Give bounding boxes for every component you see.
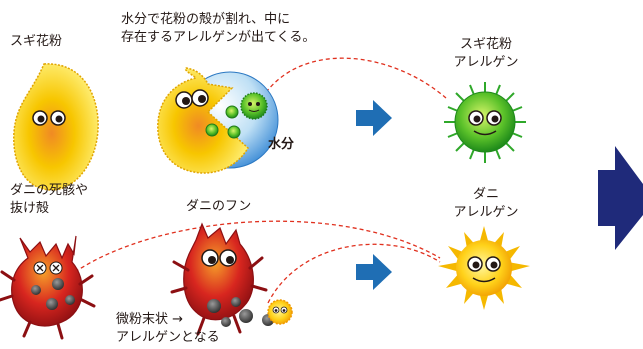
right-arrow-icon (356, 100, 392, 136)
dashed-connector-lines (74, 57, 447, 304)
water-caption-line2: 存在するアレルゲンが出てくる。 (121, 30, 316, 45)
cedar-allergen-icon (444, 82, 526, 163)
water-label: 水分 (268, 137, 295, 152)
mite-character-icon (0, 235, 96, 340)
cracked-pollen-icon (157, 67, 249, 174)
large-right-arrow-icon (598, 146, 643, 250)
mite-dead-label-line2: 抜け殻 (10, 201, 50, 216)
cedar-allergen-label-line2: アレルゲン (453, 55, 519, 70)
mite-character-icon (170, 222, 274, 336)
right-arrow-icon (356, 254, 392, 290)
mite-allergen-label-line1: ダニ (472, 187, 499, 202)
mite-allergen-icon (267, 299, 293, 325)
fine-powder-label-line2: アレルゲンとなる (116, 330, 220, 345)
cedar-pollen-label: スギ花粉 (10, 34, 63, 49)
mite-feces-label: ダニのフン (186, 199, 252, 214)
mite-allergen-icon (438, 226, 530, 310)
fine-powder-label-line1: 微粉末状 → (116, 312, 184, 327)
water-caption-line1: 水分で花粉の殻が割れ、中に (121, 12, 291, 27)
small-allergen-particles (205, 92, 268, 139)
pollen-character-icon (13, 63, 99, 191)
mite-dead-label-line1: ダニの死骸や (10, 183, 89, 198)
cedar-allergen-label-line1: スギ花粉 (459, 37, 512, 52)
mite-allergen-label-line2: アレルゲン (453, 205, 519, 220)
